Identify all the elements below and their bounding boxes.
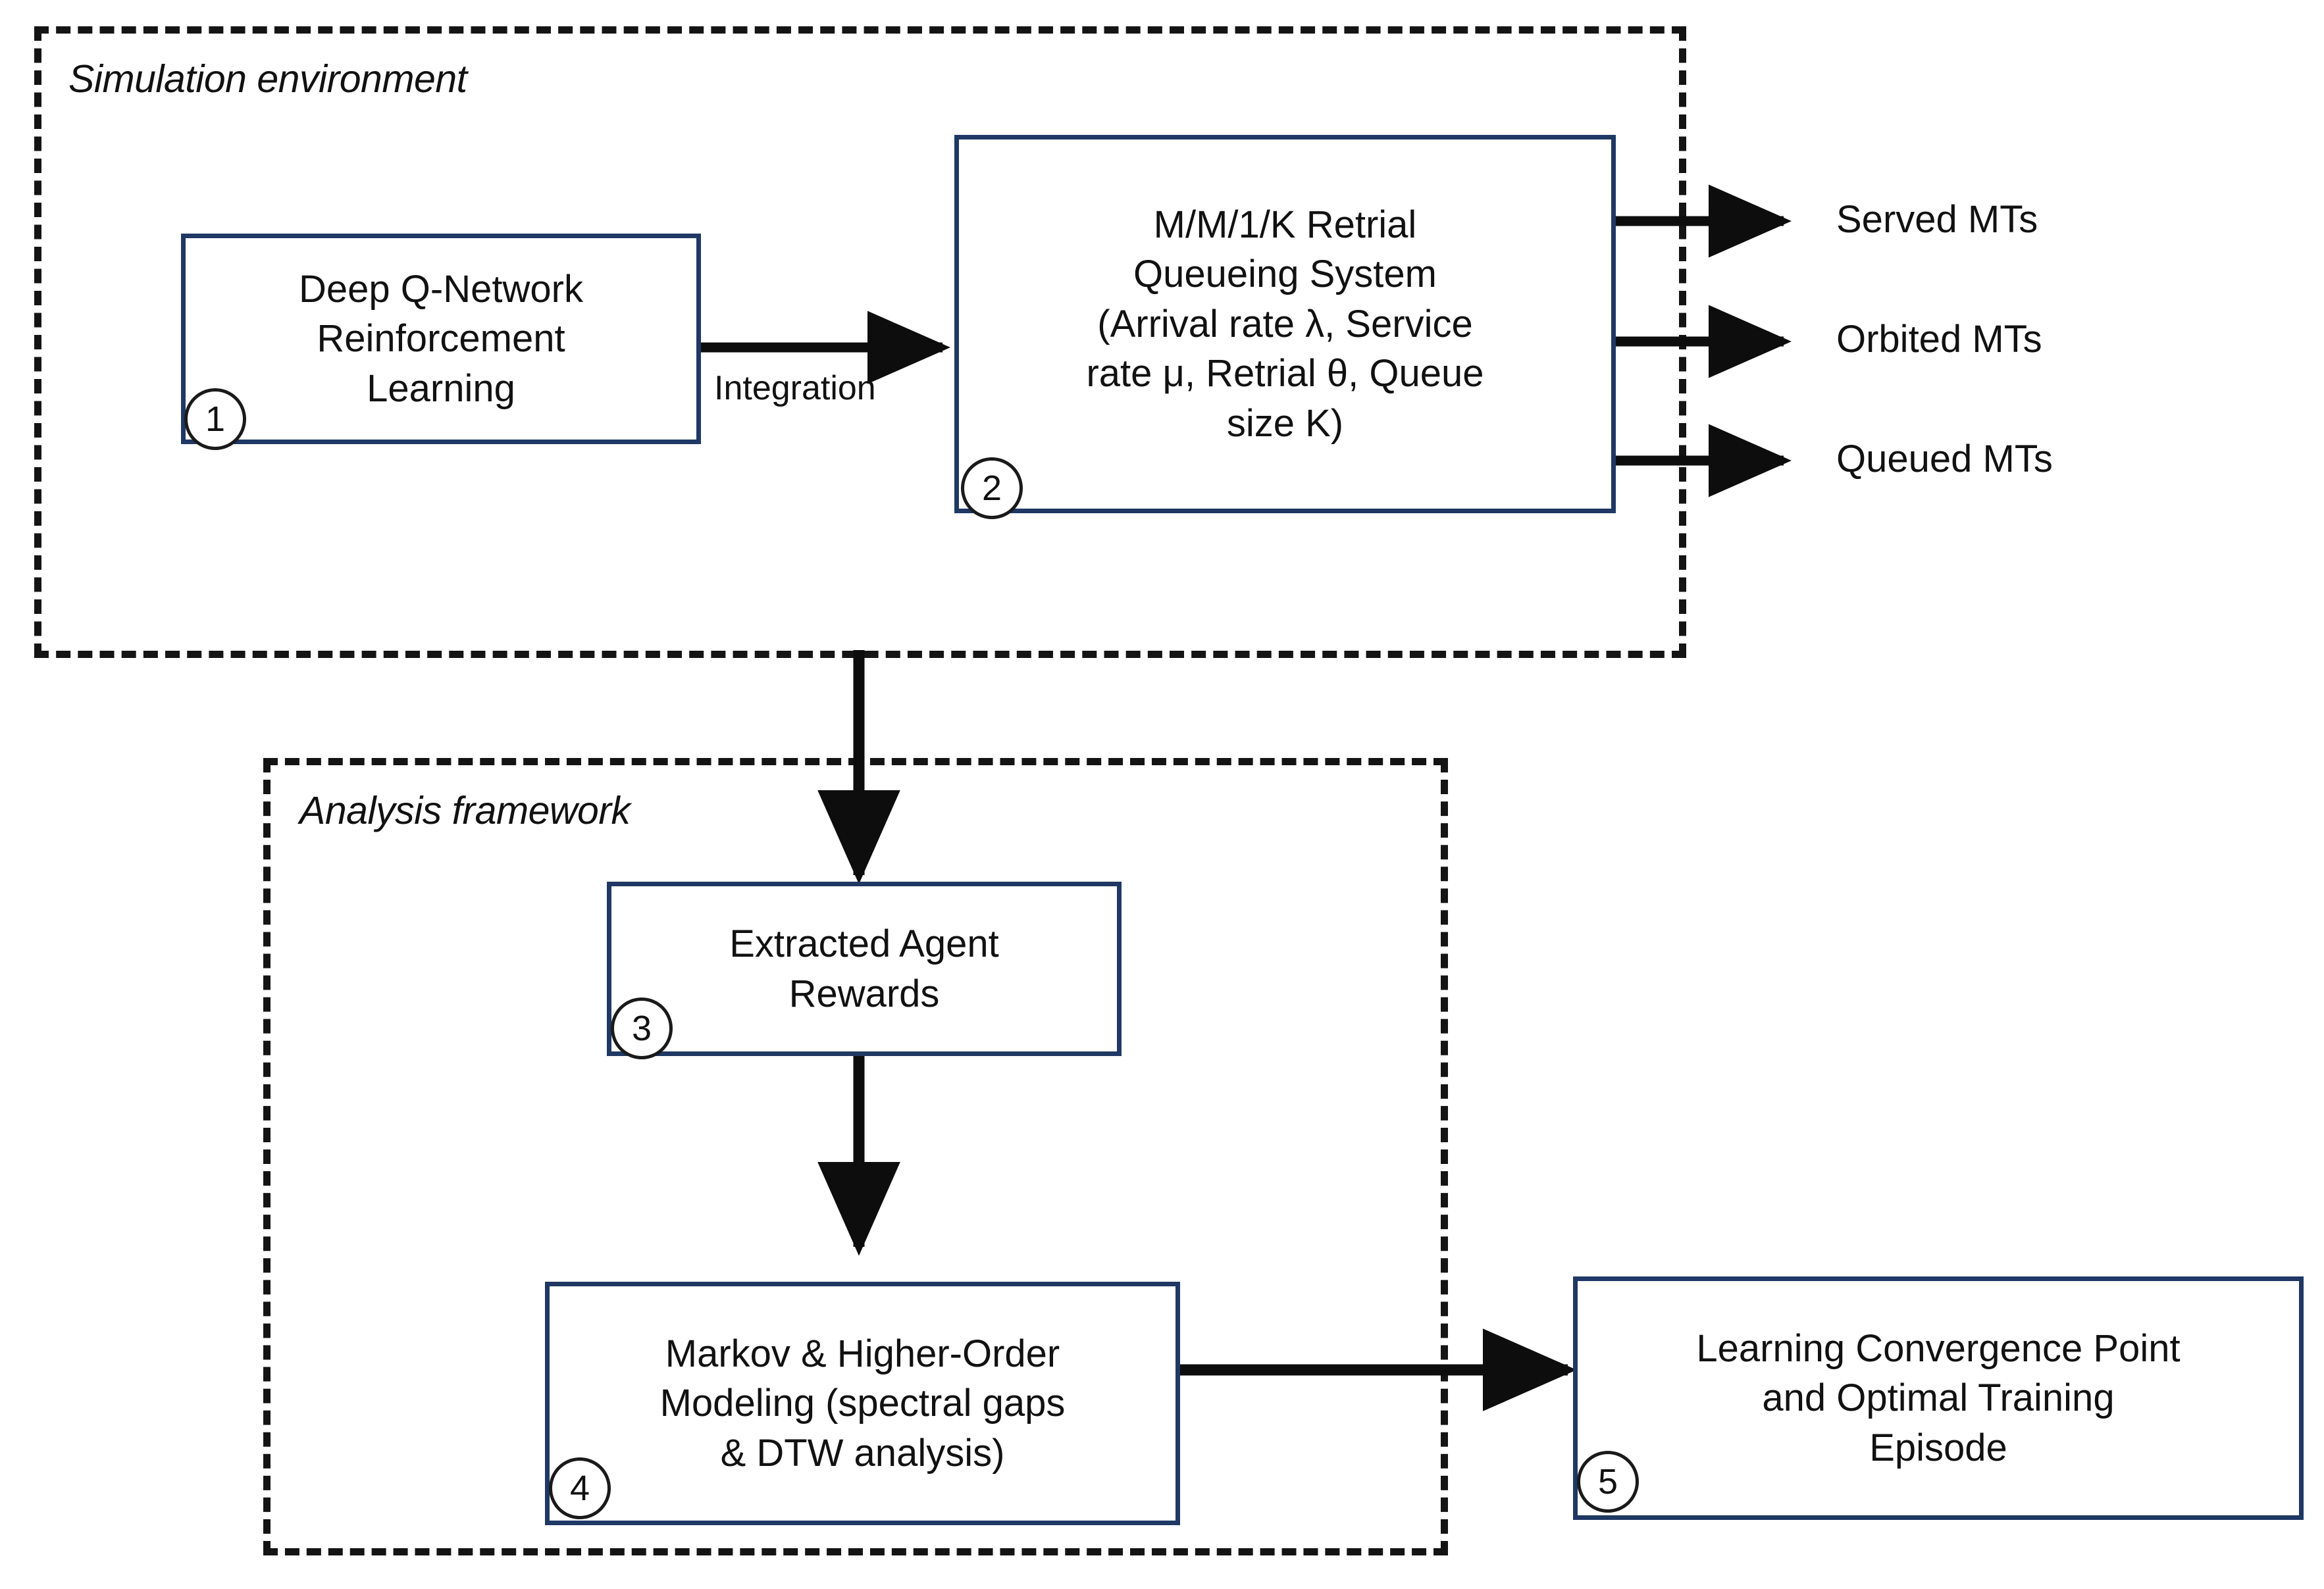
node-retrial-queue[interactable]: M/M/1/K Retrial Queueing System (Arrival… [954,135,1616,513]
node-extracted-rewards-label: Extracted Agent Rewards [729,922,999,1015]
node-extracted-rewards[interactable]: Extracted Agent Rewards [607,882,1122,1056]
node-convergence-point-label: Learning Convergence Point and Optimal T… [1696,1326,2181,1469]
node-convergence-point[interactable]: Learning Convergence Point and Optimal T… [1573,1276,2304,1520]
node-badge-1: 1 [184,388,246,450]
node-retrial-queue-label: M/M/1/K Retrial Queueing System (Arrival… [1086,203,1484,445]
group-label-analysis-framework: Analysis framework [299,789,631,832]
output-label-orbited-mts: Orbited MTs [1836,318,2042,361]
node-badge-2: 2 [961,457,1023,519]
node-dqn-rl-label: Deep Q-Network Reinforcement Learning [299,267,583,410]
node-badge-5: 5 [1577,1451,1639,1513]
output-label-served-mts: Served MTs [1836,198,2038,241]
node-dqn-rl[interactable]: Deep Q-Network Reinforcement Learning [181,234,701,444]
node-badge-3: 3 [611,997,673,1059]
edge-label-integration: Integration [714,369,876,407]
node-markov-modeling[interactable]: Markov & Higher-Order Modeling (spectral… [545,1282,1180,1525]
output-label-queued-mts: Queued MTs [1836,438,2053,480]
node-markov-modeling-label: Markov & Higher-Order Modeling (spectral… [659,1332,1066,1475]
group-label-simulation-environment: Simulation environment [68,57,467,101]
node-badge-4: 4 [549,1457,611,1519]
